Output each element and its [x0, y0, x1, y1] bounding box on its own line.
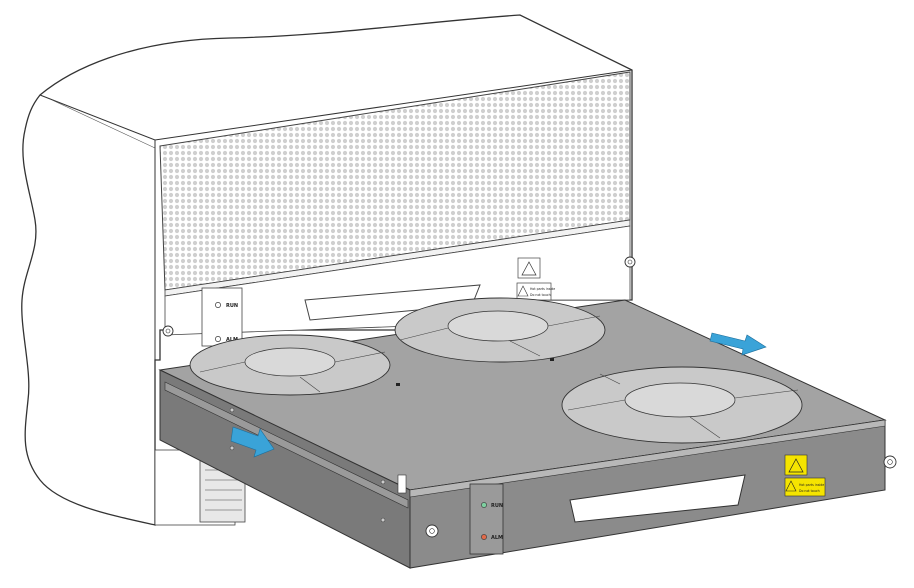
fan-tray-caution-label: [784, 477, 826, 497]
chassis-alm-led: [215, 336, 221, 342]
caution-icon-yellow: [785, 480, 797, 492]
esd-warning-icon: [521, 261, 537, 276]
chassis-caution-text-1: Hot parts inside: [530, 287, 555, 291]
air-vent-mesh: [159, 71, 631, 297]
fan-tray-esd-label: [784, 454, 808, 476]
fan-tray-alm-led: [481, 534, 487, 540]
insert-direction-arrow-icon: [709, 332, 767, 356]
fan-tray-screw-right[interactable]: [883, 455, 897, 469]
chassis-screw-right: [624, 256, 636, 268]
chassis-run-label: RUN: [226, 303, 238, 309]
chassis-alm-label: ALM: [226, 337, 238, 343]
fan-tray-handle[interactable]: [569, 474, 746, 523]
fan-tray-run-label: RUN: [491, 503, 503, 509]
fan-tray-run-led: [481, 502, 487, 508]
fan-right: [561, 366, 803, 444]
fan-tray-alm-label: ALM: [491, 535, 503, 541]
fan-tray-led-panel: [469, 483, 504, 555]
fan-center: [394, 297, 606, 363]
fan-tray-screw-left[interactable]: [425, 524, 439, 538]
chassis-screw-left: [162, 325, 174, 337]
caution-icon: [517, 285, 529, 297]
insert-direction-arrow-icon: [230, 426, 275, 458]
chassis-run-led: [215, 302, 221, 308]
esd-warning-icon-yellow: [788, 458, 804, 473]
fan-tray: RUN ALM Hot parts inside Do not touch: [158, 297, 897, 569]
chassis-caution-text-2: Do not touch: [530, 293, 551, 297]
fan-left: [189, 334, 391, 396]
fan-tray-caution-text-2: Do not touch: [799, 489, 820, 493]
fan-tray-caution-text-1: Hot parts inside: [799, 483, 824, 487]
chassis-led-panel: [201, 287, 243, 347]
